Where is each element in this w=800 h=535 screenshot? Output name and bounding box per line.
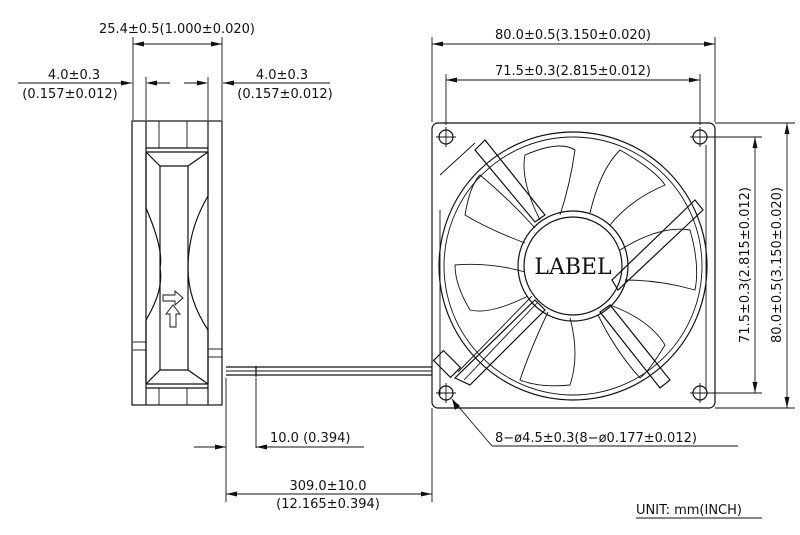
lead-dimensions: 10.0 (0.394) 309.0±10.0 (12.165±0.394) <box>194 378 433 512</box>
front-view: LABEL <box>431 122 716 409</box>
hub-label: LABEL <box>534 255 612 280</box>
holes-label: 8−ø4.5±0.3(8−ø0.177±0.012) <box>495 431 697 446</box>
airflow-arrow-icon <box>162 290 184 306</box>
rotation-arrow-icon <box>165 304 181 328</box>
hole-callout: 8−ø4.5±0.3(8−ø0.177±0.012) <box>451 398 738 447</box>
lead-length-mm: 309.0±10.0 <box>289 479 366 494</box>
width-outer-label: 80.0±0.5(3.150±0.020) <box>495 28 651 43</box>
lead-length-in: (12.165±0.394) <box>276 497 380 512</box>
height-outer-label: 80.0±0.5(3.150±0.020) <box>770 187 785 343</box>
hub <box>523 216 623 316</box>
wire-grommet <box>432 349 462 379</box>
spokes <box>453 139 704 389</box>
thickness-label: 25.4±0.5(1.000±0.020) <box>99 22 255 37</box>
strip-length-label: 10.0 (0.394) <box>270 431 350 446</box>
side-view <box>131 120 223 406</box>
thickness-dimension: 25.4±0.5(1.000±0.020) 4.0±0.3 (0.157±0.0… <box>18 22 333 120</box>
hole-spacing-v-label: 71.5±0.3(2.815±0.012) <box>738 187 753 343</box>
flange-right-mm: 4.0±0.3 <box>256 68 308 83</box>
flange-right-in: (0.157±0.012) <box>237 87 332 102</box>
hub-ring <box>517 210 629 322</box>
hole-spacing-h-label: 71.5±0.3(2.815±0.012) <box>495 64 651 79</box>
lead-wire <box>226 366 432 377</box>
flange-left-mm: 4.0±0.3 <box>48 68 100 83</box>
flange-left-in: (0.157±0.012) <box>22 87 117 102</box>
unit-label: UNIT: mm(INCH) <box>636 503 742 518</box>
mounting-holes <box>436 127 710 403</box>
height-dimensions: 71.5±0.3(2.815±0.012) 80.0±0.5(3.150±0.0… <box>706 122 795 409</box>
width-dimensions: 80.0±0.5(3.150±0.020) 71.5±0.3(2.815±0.0… <box>431 28 716 125</box>
fan-blades <box>454 145 698 387</box>
